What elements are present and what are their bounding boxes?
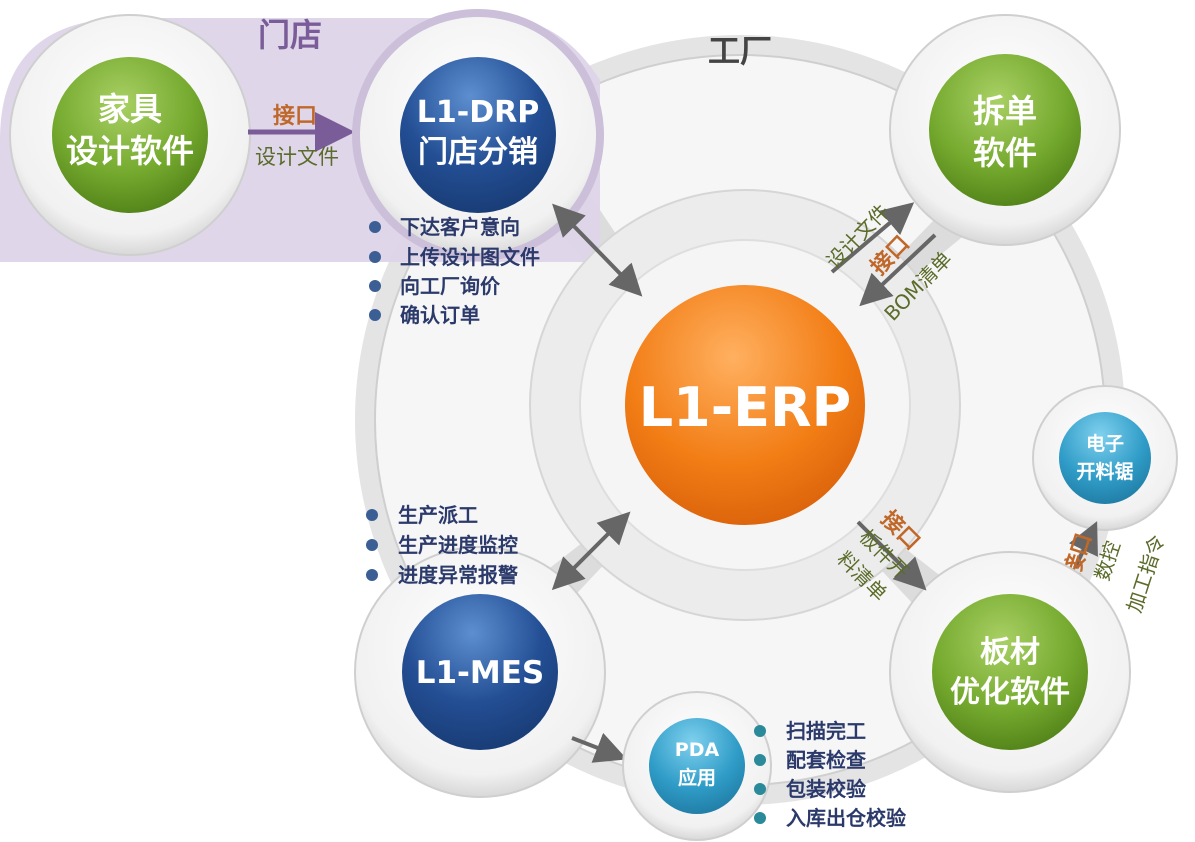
mes-feature-item: 生产派工 <box>398 503 478 527</box>
split-software-node[interactable]: 拆单 软件 <box>889 14 1121 246</box>
drp-line2: 门店分销 <box>418 135 538 170</box>
store-interface-sub: 设计文件 <box>255 145 339 169</box>
drp-feature-item: 向工厂询价 <box>400 274 501 298</box>
drp-feature-item: 上传设计图文件 <box>400 245 540 269</box>
erp-label: L1-ERP <box>639 376 851 439</box>
saw-node[interactable]: 电子 开料锯 <box>1032 385 1178 531</box>
pda-node[interactable]: PDA 应用 <box>622 691 772 841</box>
pda-feature-item: 包装校验 <box>786 777 866 801</box>
pda-line1: PDA <box>675 739 720 761</box>
split-software-line2: 软件 <box>973 134 1037 172</box>
pda-feature-list: 扫描完工 配套检查 包装校验 入库出仓校验 <box>754 719 906 830</box>
board-software-line1: 板材 <box>980 635 1040 670</box>
pda-line2: 应用 <box>678 766 716 789</box>
erp-node[interactable]: L1-ERP <box>529 189 961 621</box>
drp-line1: L1-DRP <box>417 95 539 130</box>
store-interface-title: 接口 <box>273 104 317 129</box>
drp-node[interactable]: L1-DRP 门店分销 <box>352 9 604 261</box>
mes-label: L1-MES <box>416 655 545 691</box>
mes-node[interactable]: L1-MES <box>354 546 606 798</box>
furniture-software-line2: 设计软件 <box>66 132 194 170</box>
drp-erp-arrow <box>552 203 643 297</box>
saw-line2: 开料锯 <box>1076 460 1133 483</box>
mes-erp-arrow <box>551 511 631 591</box>
saw-line1: 电子 <box>1086 432 1124 455</box>
drp-feature-item: 下达客户意向 <box>400 215 520 239</box>
mes-pda-arrow <box>571 732 628 763</box>
store-region-label: 门店 <box>258 16 322 54</box>
drp-feature-list: 下达客户意向 上传设计图文件 向工厂询价 确认订单 <box>369 215 540 327</box>
board-software-line2: 优化软件 <box>950 675 1070 710</box>
mes-feature-list: 生产派工 生产进度监控 进度异常报警 <box>366 503 518 587</box>
board-software-node[interactable]: 板材 优化软件 <box>889 551 1131 793</box>
furniture-software-node[interactable]: 家具 设计软件 <box>9 14 251 256</box>
mes-feature-item: 进度异常报警 <box>398 563 518 587</box>
pda-feature-item: 扫描完工 <box>786 719 866 743</box>
saw-interface-line2: 加工指令 <box>1122 532 1170 616</box>
store-interface-connector: 接口 设计文件 <box>248 104 355 169</box>
factory-region-label: 工厂 <box>708 32 772 70</box>
furniture-software-line1: 家具 <box>98 90 162 128</box>
drp-feature-item: 确认订单 <box>400 303 480 327</box>
split-software-line1: 拆单 <box>973 92 1037 130</box>
pda-feature-item: 入库出仓校验 <box>786 806 906 830</box>
pda-feature-item: 配套检查 <box>786 748 866 772</box>
mes-feature-item: 生产进度监控 <box>398 533 518 557</box>
